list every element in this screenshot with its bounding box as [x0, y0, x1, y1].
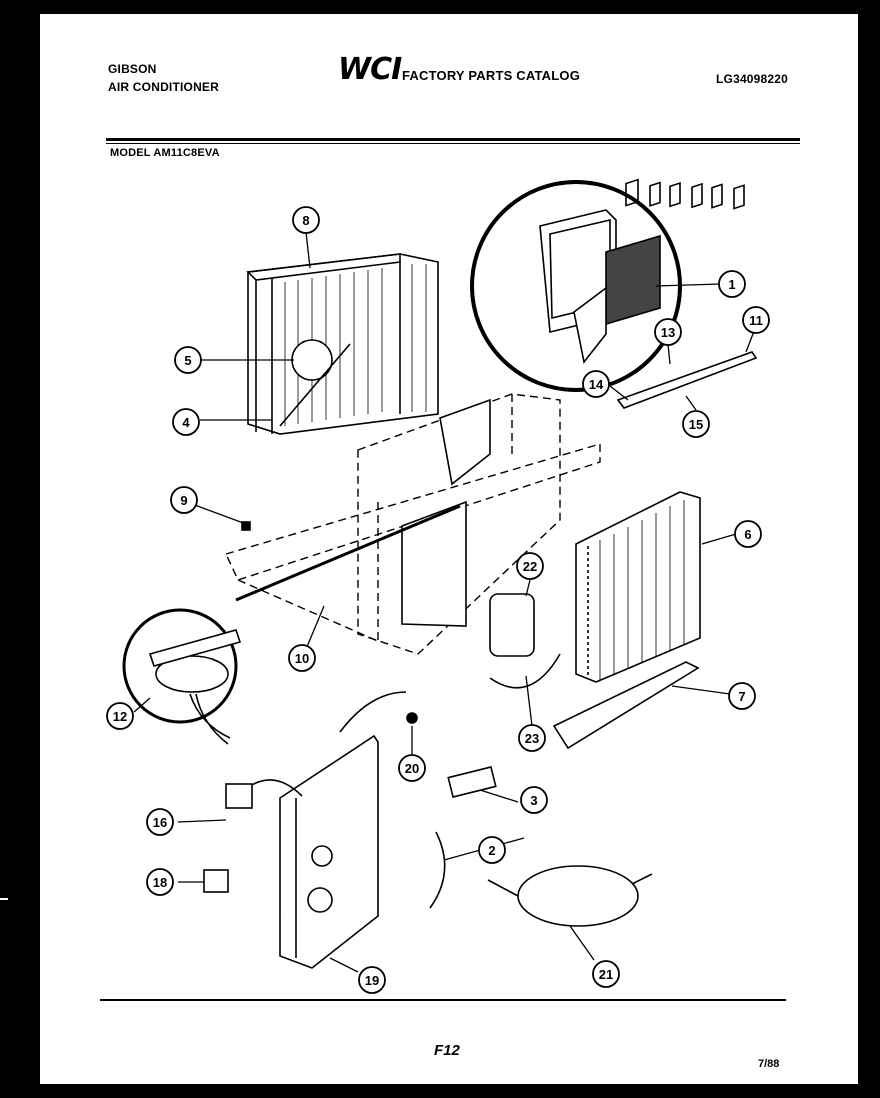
svg-text:21: 21: [599, 967, 613, 982]
svg-text:11: 11: [749, 313, 763, 328]
relay-drawing: [447, 766, 497, 798]
callout-8: 8: [292, 206, 320, 234]
power-cord-drawing: [487, 865, 653, 927]
callout-16: 16: [146, 808, 174, 836]
revision-date: 7/88: [758, 1058, 780, 1070]
callout-20: 20: [398, 754, 426, 782]
mounting-clips-drawing: [616, 178, 758, 409]
condenser-coil-drawing: [575, 491, 701, 683]
chassis-housing-drawing: [225, 393, 601, 655]
footer-rule: [100, 999, 786, 1001]
svg-text:1: 1: [728, 277, 735, 292]
svg-text:5: 5: [184, 353, 191, 368]
svg-text:20: 20: [405, 761, 419, 776]
callout-12: 12: [106, 702, 134, 730]
svg-text:3: 3: [530, 793, 537, 808]
callout-18: 18: [146, 868, 174, 896]
header-rule-thin: [106, 143, 800, 144]
header-rule: [106, 138, 800, 141]
switch-drawing: [225, 783, 253, 809]
callout-22: 22: [516, 552, 544, 580]
svg-text:9: 9: [180, 493, 187, 508]
page-number: F12: [434, 1042, 460, 1059]
callout-19: 19: [358, 966, 386, 994]
svg-text:18: 18: [153, 875, 167, 890]
wire-lead-drawing: [429, 831, 446, 909]
svg-text:23: 23: [525, 731, 539, 746]
drain-pan-drawing: [552, 661, 700, 750]
svg-text:19: 19: [365, 973, 379, 988]
leader-lines: [133, 231, 757, 973]
svg-text:6: 6: [744, 527, 751, 542]
filter-door-detail: [470, 180, 682, 392]
callout-2: 2: [478, 836, 506, 864]
svg-text:4: 4: [182, 415, 190, 430]
svg-text:2: 2: [488, 843, 495, 858]
callout-5: 5: [174, 346, 202, 374]
fastener-drawing: [241, 521, 251, 531]
callout-9: 9: [170, 486, 198, 514]
callout-7: 7: [728, 682, 756, 710]
catalog-sheet: GIBSON AIR CONDITIONER WCI FACTORY PARTS…: [40, 14, 858, 1084]
callout-21: 21: [592, 960, 620, 988]
callout-13: 13: [654, 318, 682, 346]
callout-11: 11: [742, 306, 770, 334]
svg-text:8: 8: [302, 213, 309, 228]
scan-edge-mark: [0, 898, 8, 900]
svg-text:16: 16: [153, 815, 167, 830]
callout-1: 1: [718, 270, 746, 298]
control-panel-drawing: [241, 691, 407, 969]
thermostat-detail: [122, 504, 461, 745]
wci-logo: WCI: [338, 52, 402, 87]
product-type: AIR CONDITIONER: [108, 80, 219, 94]
catalog-id: LG34098220: [716, 72, 789, 86]
model-label: MODEL AM11C8EVA: [110, 147, 220, 159]
catalog-title: FACTORY PARTS CATALOG: [402, 68, 581, 83]
callout-3: 3: [520, 786, 548, 814]
callout-4: 4: [172, 408, 200, 436]
selector-switch-drawing: [203, 869, 229, 893]
callout-14: 14: [582, 370, 610, 398]
brand-name: GIBSON: [108, 62, 157, 76]
callout-6: 6: [734, 520, 762, 548]
callout-10: 10: [288, 644, 316, 672]
evaporator-coil-drawing: [246, 253, 439, 435]
svg-text:13: 13: [661, 325, 675, 340]
sensor-knob-drawing: [406, 712, 418, 724]
callout-15: 15: [682, 410, 710, 438]
svg-text:10: 10: [295, 651, 309, 666]
svg-text:15: 15: [689, 417, 703, 432]
svg-text:12: 12: [113, 709, 127, 724]
svg-text:7: 7: [738, 689, 745, 704]
svg-text:22: 22: [523, 559, 537, 574]
callout-23: 23: [518, 724, 546, 752]
svg-text:14: 14: [589, 377, 604, 392]
exploded-parts-diagram: 1 2 3 4 5 6 7 8 9 10 11 12 13 14 15 16 1…: [106, 178, 770, 994]
blower-housing-drawing: [401, 398, 491, 627]
capacitor-drawing: [489, 593, 561, 689]
